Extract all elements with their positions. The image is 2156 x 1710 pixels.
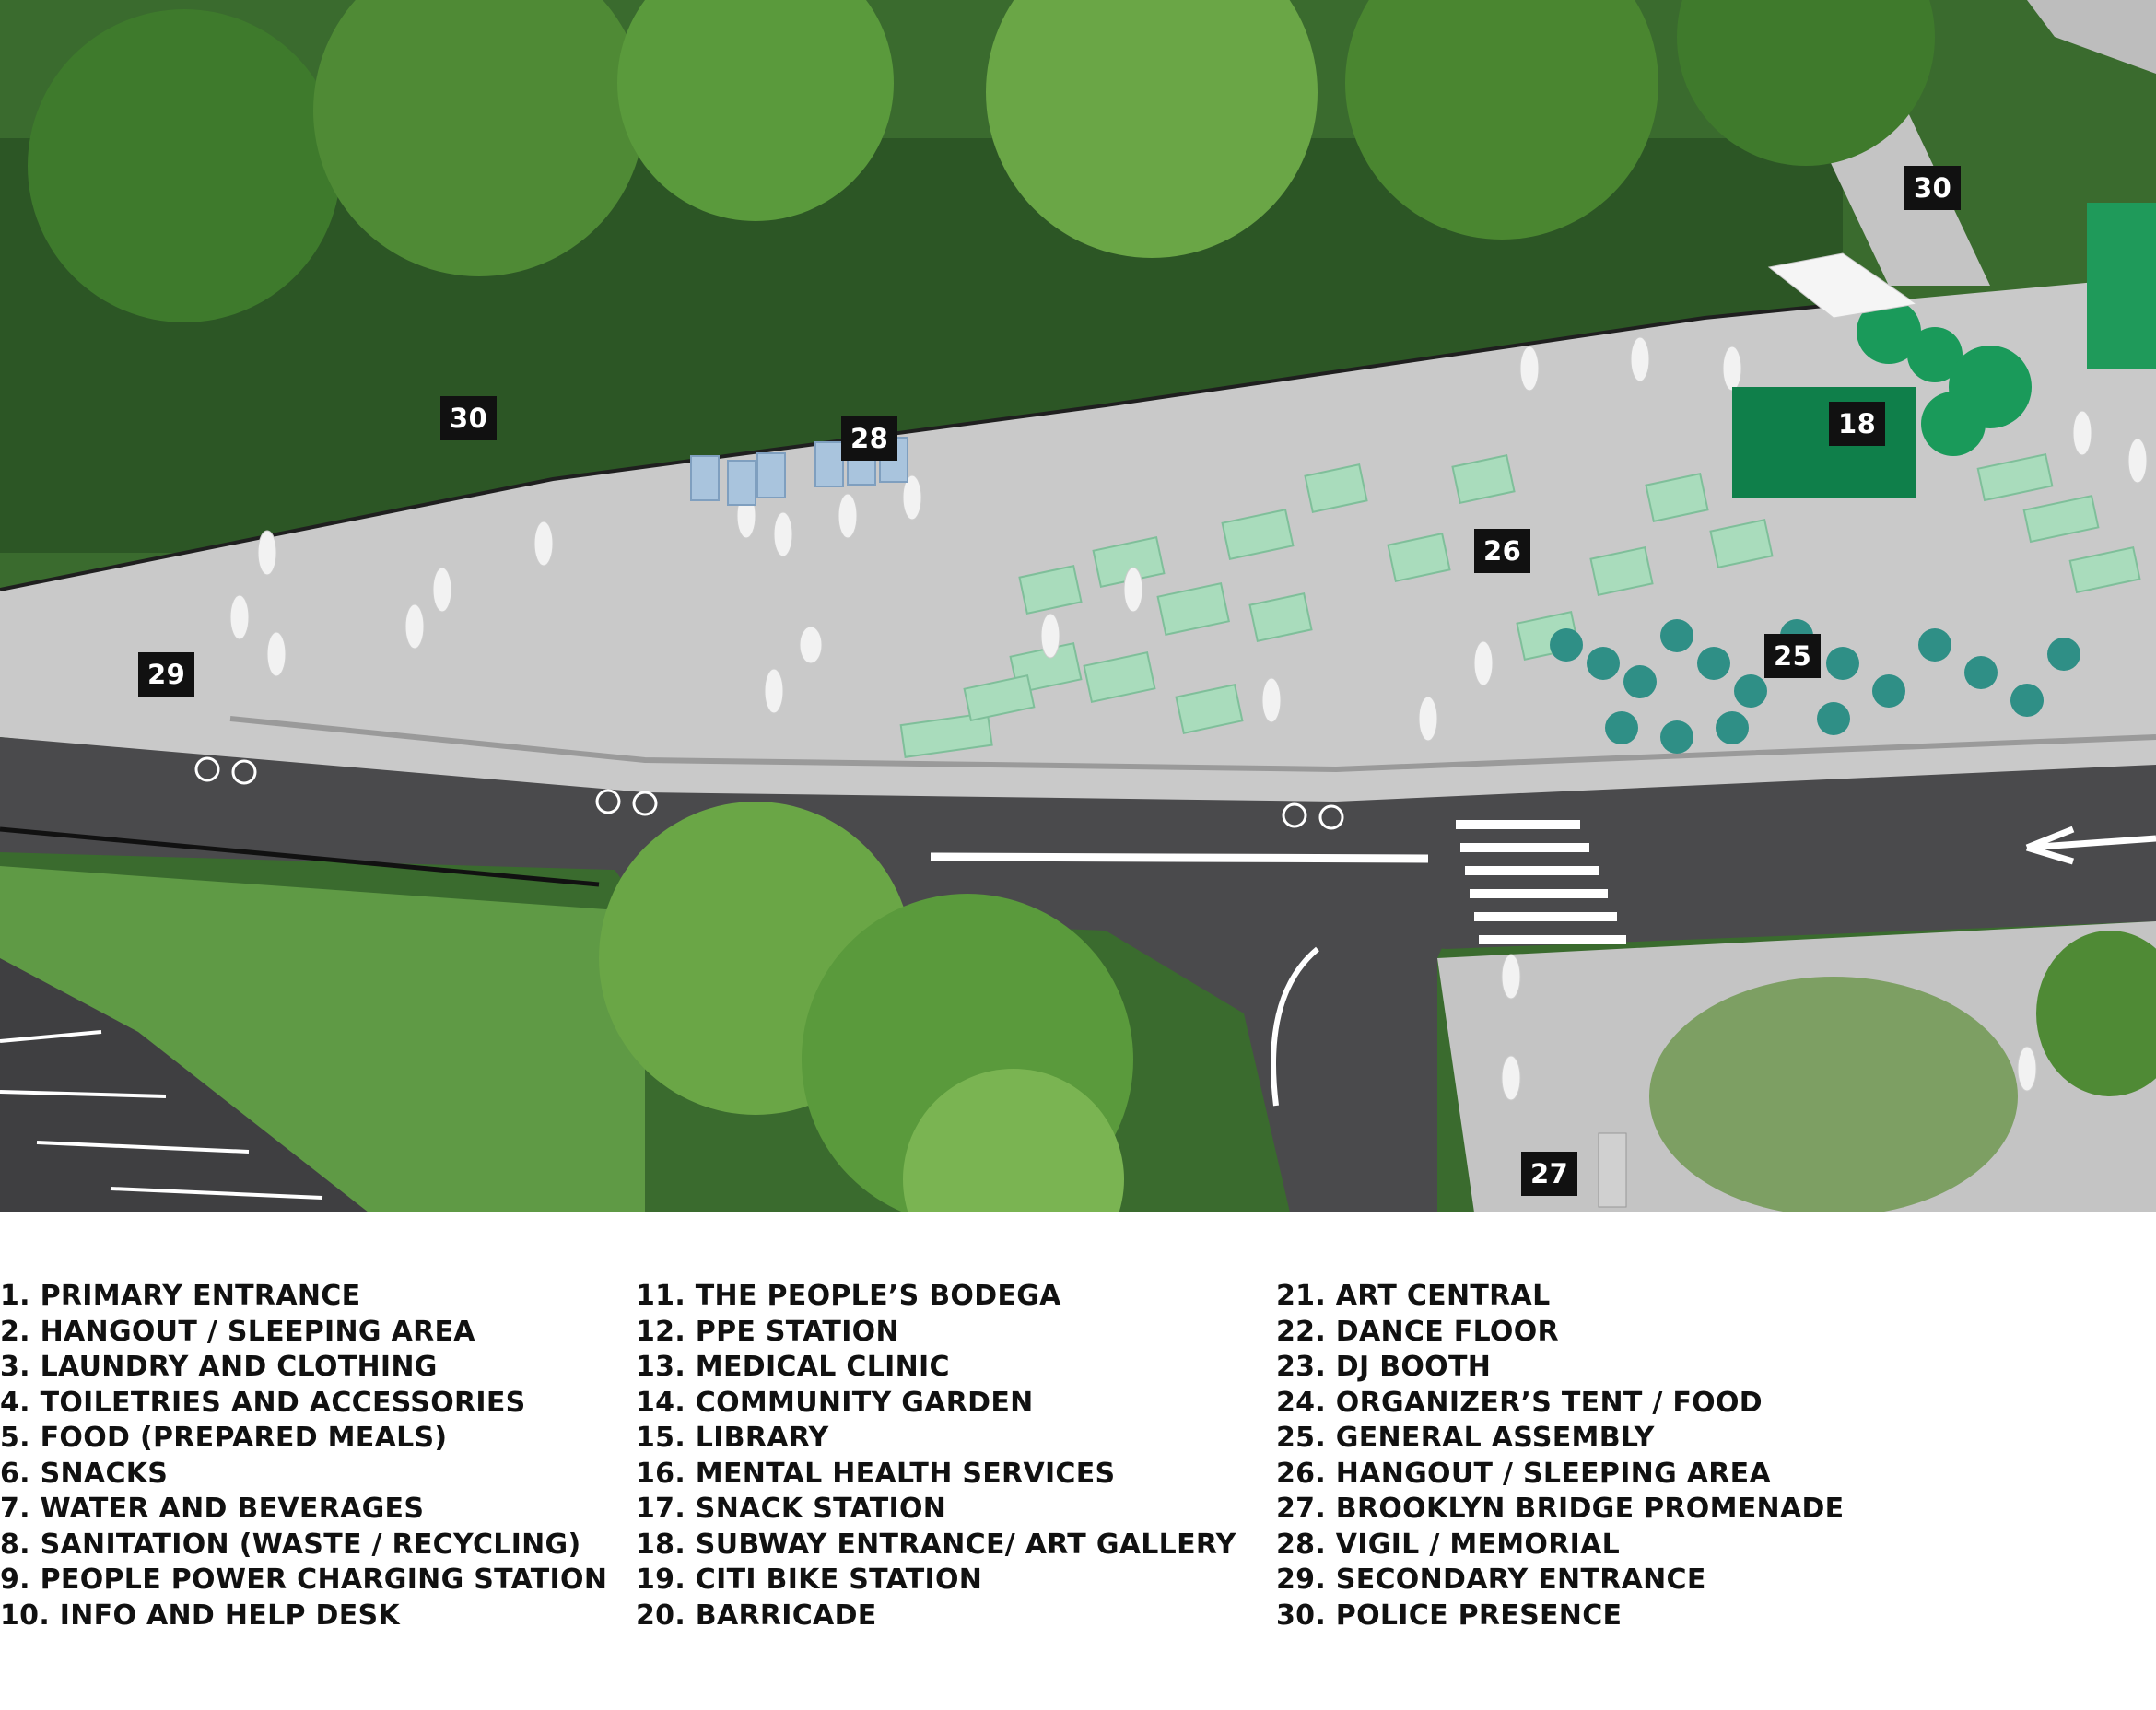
hangout-mats [899,452,2141,758]
legend-item: 11. THE PEOPLE’S BODEGA [636,1280,1061,1312]
legend-item: 6. SNACKS [0,1457,169,1490]
plaza-north-fence [0,302,1844,591]
top-right-corner-path [2027,0,2156,74]
tree-canopy-bottom [599,802,1133,1212]
bench [1598,1132,1627,1208]
legend-item: 5. FOOD (PREPARED MEALS) [0,1422,448,1454]
marker-30-left: 30 [440,396,498,440]
bike-lane [0,737,2156,949]
legend-item: 10. INFO AND HELP DESK [0,1599,400,1632]
parking-line [36,1141,250,1154]
parking-line [0,1090,167,1098]
legend: 1. PRIMARY ENTRANCE 2. HANGOUT / SLEEPIN… [0,1279,2156,1647]
legend-item: 18. SUBWAY ENTRANCE/ ART GALLERY [636,1528,1236,1561]
subway-entrance-structure [1732,299,2032,498]
legend-item: 12. PPE STATION [636,1315,899,1348]
legend-item: 29. SECONDARY ENTRANCE [1276,1564,1706,1596]
legend-item: 16. MENTAL HEALTH SERVICES [636,1457,1116,1490]
legend-item: 1. PRIMARY ENTRANCE [0,1280,361,1312]
legend-item: 21. ART CENTRAL [1276,1280,1551,1312]
legend-item: 27. BROOKLYN BRIDGE PROMENADE [1276,1493,1845,1525]
plaza-south-barricade [229,716,2156,773]
legend-item: 7. WATER AND BEVERAGES [0,1493,425,1525]
road-curve [599,848,1474,1212]
people-figures [229,336,2148,1101]
site-plan-illustration [0,0,2156,1212]
marker-18: 18 [1829,402,1886,446]
legend-item: 28. VIGIL / MEMORIAL [1276,1528,1621,1561]
road-turn-marking [1271,946,1319,1107]
marker-30-right: 30 [1904,166,1962,210]
planter-garden [1649,931,2156,1212]
general-assembly-figures [1550,619,2080,754]
tree-canopy-top [28,0,1935,322]
green-booth [2087,203,2156,369]
legend-item: 22. DANCE FLOOR [1276,1315,1559,1348]
legend-item: 2. HANGOUT / SLEEPING AREA [0,1315,475,1348]
parking-line [0,1030,102,1043]
legend-item: 26. HANGOUT / SLEEPING AREA [1276,1457,1771,1490]
legend-column-1: 1. PRIMARY ENTRANCE 2. HANGOUT / SLEEPIN… [0,1279,607,1634]
road-center-line [930,852,1429,863]
marker-27: 27 [1521,1152,1578,1196]
parking-line [110,1187,323,1200]
legend-item: 13. MEDICAL CLINIC [636,1351,950,1383]
legend-column-3: 21. ART CENTRAL 22. DANCE FLOOR 23. DJ B… [1276,1279,1844,1634]
legend-item: 25. GENERAL ASSEMBLY [1276,1422,1655,1454]
road-fence [0,826,600,887]
legend-item: 24. ORGANIZER’S TENT / FOOD [1276,1386,1763,1419]
legend-item: 9. PEOPLE POWER CHARGING STATION [0,1564,608,1596]
legend-item: 3. LAUNDRY AND CLOTHING [0,1351,438,1383]
legend-item: 8. SANITATION (WASTE / RECYCLING) [0,1528,581,1561]
marker-25: 25 [1764,634,1822,678]
legend-item: 20. BARRICADE [636,1599,877,1632]
crosswalk [1456,820,1626,944]
arrow-marking [2025,826,2156,865]
legend-item: 15. LIBRARY [636,1422,829,1454]
marker-26: 26 [1474,529,1531,573]
legend-item: 4. TOILETRIES AND ACCESSORIES [0,1386,526,1419]
marker-29: 29 [138,652,195,697]
plaza-surface [0,276,2156,811]
legend-item: 23. DJ BOOTH [1276,1351,1492,1383]
legend-item: 19. CITI BIKE STATION [636,1564,983,1596]
parking-lot [0,958,369,1212]
legend-item: 14. COMMUNITY GARDEN [636,1386,1034,1419]
legend-item: 17. SNACK STATION [636,1493,947,1525]
cyclists [194,756,1344,830]
legend-column-2: 11. THE PEOPLE’S BODEGA 12. PPE STATION … [636,1279,1236,1634]
legend-item: 30. POLICE PRESENCE [1276,1599,1623,1632]
white-tent [1767,252,1918,319]
marker-28: 28 [841,416,898,461]
